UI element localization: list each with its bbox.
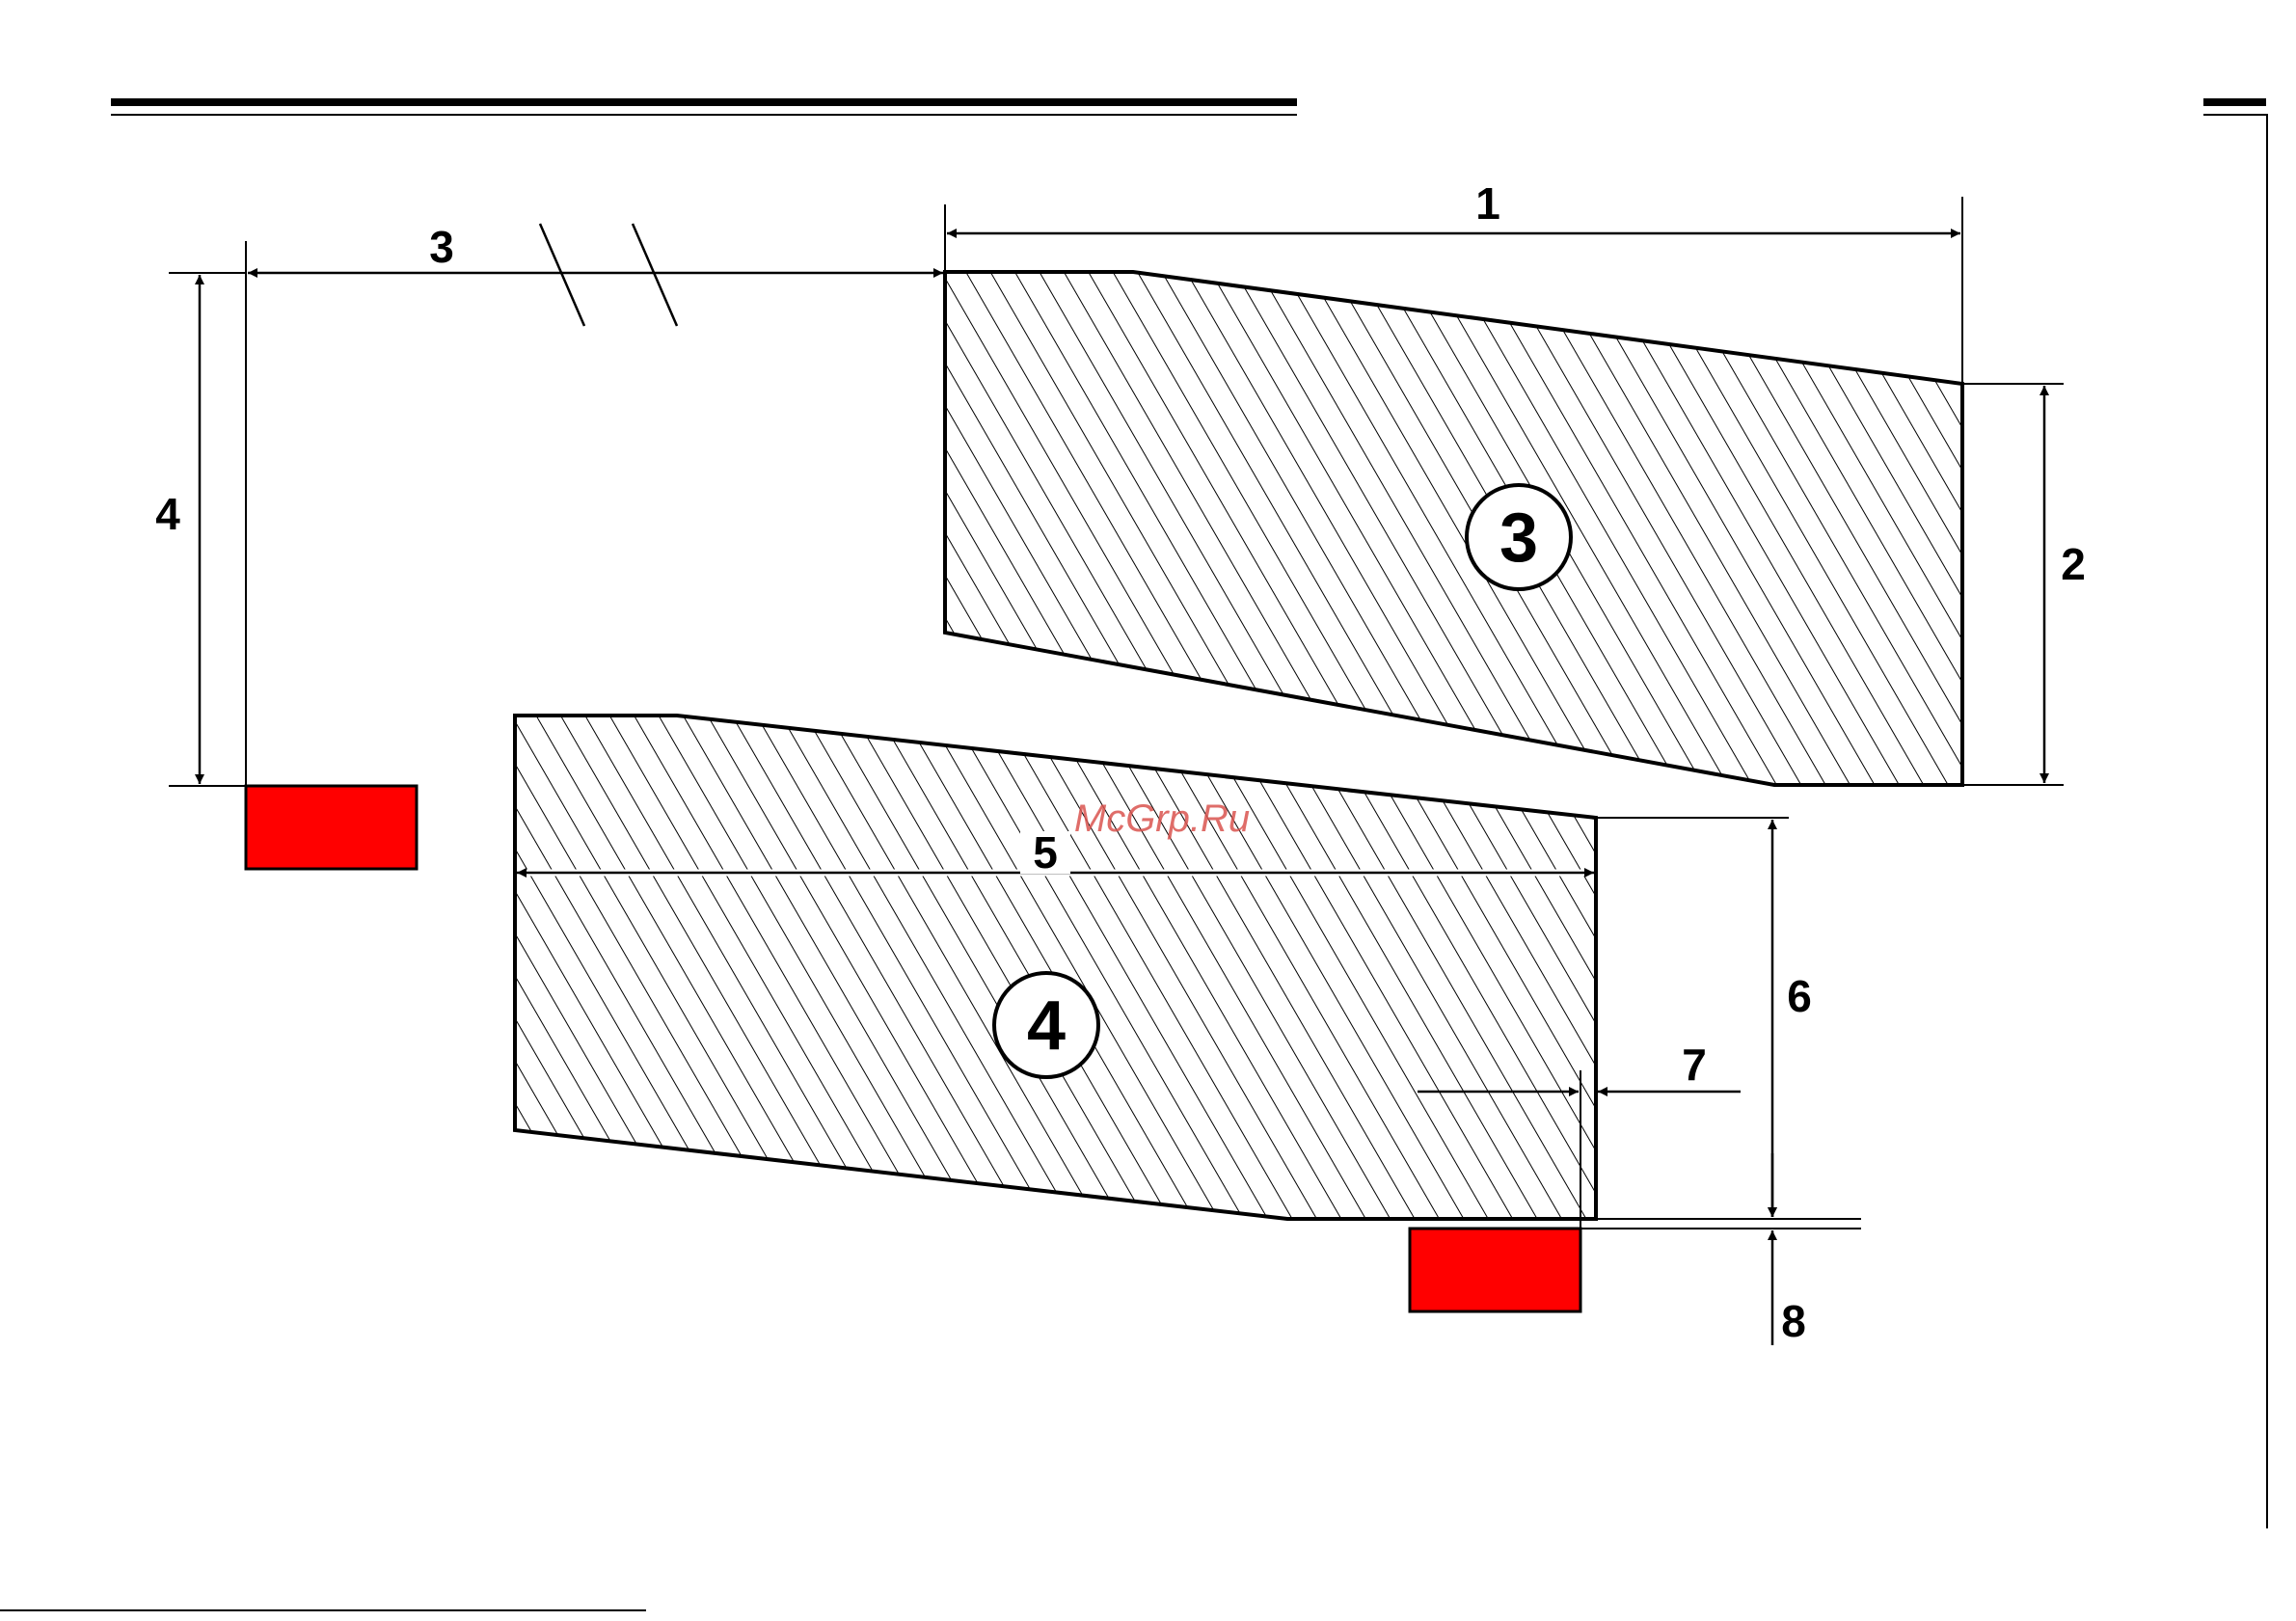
dimension-3: 3 — [246, 222, 943, 786]
dimension-2: 2 — [1962, 384, 2086, 785]
dimension-1-label: 1 — [1475, 178, 1500, 229]
header-rule-right — [2203, 102, 2268, 1528]
part-3-callout: 3 — [1467, 485, 1571, 589]
part-4-callout: 4 — [994, 973, 1098, 1077]
dimension-5-label: 5 — [1033, 827, 1058, 878]
dimension-4: 4 — [155, 273, 246, 786]
dimension-8-label: 8 — [1781, 1296, 1806, 1346]
left-marker — [246, 786, 417, 869]
dimension-6: 6 — [1596, 818, 1861, 1219]
shelf-3-shape — [945, 272, 1962, 785]
shelf-4-shape — [515, 716, 1596, 1219]
dimension-7-label: 7 — [1682, 1040, 1707, 1090]
bottom-marker — [1410, 1229, 1580, 1311]
dimension-2-label: 2 — [2061, 539, 2086, 589]
dimension-3-label: 3 — [429, 222, 454, 272]
dimension-4-label: 4 — [155, 489, 180, 539]
part-4-label: 4 — [1027, 987, 1066, 1065]
dimension-8: 8 — [1580, 1153, 1861, 1346]
dimension-6-label: 6 — [1787, 971, 1812, 1021]
header-rule — [111, 102, 1297, 115]
part-3-label: 3 — [1499, 500, 1538, 577]
watermark: McGrp.Ru — [1074, 797, 1250, 840]
